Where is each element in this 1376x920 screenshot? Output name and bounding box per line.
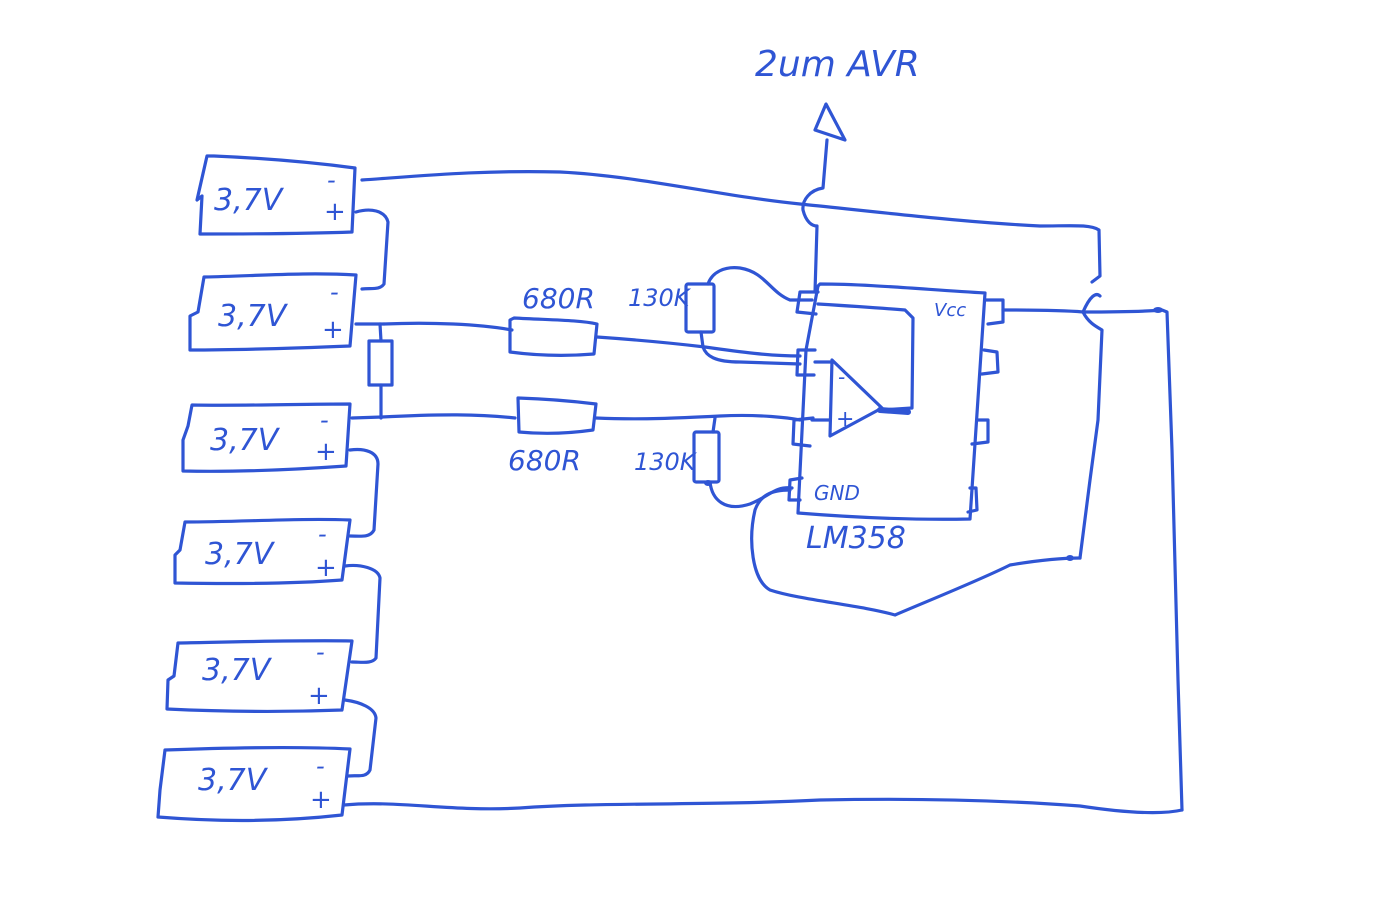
wire-avr-output — [801, 138, 829, 294]
wire-lower-sense — [380, 413, 517, 420]
ic-pin-6 — [970, 418, 990, 446]
battery-4-label: 3,7V — [205, 537, 276, 572]
wire-cell1-to-cell2 — [354, 208, 390, 291]
wire-vcc — [1001, 292, 1102, 314]
wire-shunt-top — [378, 322, 383, 343]
wire-130k-top-down — [699, 330, 802, 366]
battery-2-label: 3,7V — [218, 299, 289, 334]
avr-arrow — [813, 102, 847, 142]
ic-name-label: LM358 — [806, 521, 906, 556]
battery-1-pos: + — [324, 197, 346, 227]
resistor-130k-bottom — [692, 430, 721, 484]
wire-cell3-neg-tap — [350, 415, 384, 420]
resistor-680r-top — [508, 316, 599, 357]
wire-130k-top-up — [706, 266, 814, 302]
battery-6-label: 3,7V — [198, 763, 269, 798]
resistor-130k-top-label: 130K — [628, 284, 692, 312]
battery-3-label: 3,7V — [210, 423, 281, 458]
ic-pin-1 — [795, 290, 820, 316]
battery-body — [173, 517, 352, 586]
junction-dot-gnd — [1066, 555, 1074, 561]
opamp-triangle — [828, 358, 884, 438]
junction-dot-vcc — [1153, 307, 1163, 313]
junction-dot-130k — [704, 480, 712, 486]
ic-pin-5 — [966, 486, 979, 514]
battery-body — [165, 639, 354, 713]
wire-680r-bottom-out — [594, 413, 802, 422]
avr-label: 2um AVR — [755, 44, 920, 85]
ic-pin-3 — [791, 416, 815, 448]
wire-130k-bottom-down — [708, 480, 794, 509]
wire-cell3-to-cell4 — [348, 447, 380, 538]
wire-upper-sense — [382, 321, 514, 332]
wire-vcc-continue — [1081, 308, 1184, 812]
opamp-output-node — [877, 407, 911, 415]
wire-cell5-to-cell6 — [343, 698, 378, 778]
ic-pin-2 — [795, 348, 817, 377]
battery-body — [195, 154, 357, 236]
resistor-680r-top-label: 680R — [522, 282, 595, 315]
battery-5-neg: - — [316, 638, 325, 666]
battery-2-neg: - — [330, 278, 339, 306]
resistor-680r-bottom — [516, 396, 598, 435]
wire-130k-bottom-top — [711, 416, 717, 434]
battery-5-label: 3,7V — [202, 653, 273, 688]
ic-gnd-label: GND — [814, 481, 860, 505]
resistor-shunt — [367, 339, 394, 387]
battery-2-pos: + — [322, 315, 344, 345]
wire-680r-top-out — [595, 335, 802, 358]
wire-cell4-to-cell5 — [343, 563, 382, 664]
battery-cell-5 — [165, 639, 354, 713]
wire-bottom-return — [342, 797, 1184, 815]
battery-body — [181, 402, 352, 473]
battery-cell-2 — [188, 272, 358, 352]
battery-cell-6 — [156, 745, 352, 823]
resistor-680r-bottom-label: 680R — [508, 444, 581, 477]
battery-6-neg: - — [316, 752, 325, 780]
battery-cell-4 — [173, 517, 352, 586]
battery-body — [156, 745, 352, 823]
junction-dots — [704, 307, 1163, 561]
battery-5-pos: + — [308, 681, 330, 711]
battery-4-pos: + — [315, 553, 337, 583]
ic-pin-8 — [983, 298, 1005, 326]
battery-cell-3 — [181, 402, 352, 473]
battery-3-pos: + — [315, 437, 337, 467]
resistor-130k-top — [684, 282, 716, 334]
ic-lm358-body — [796, 282, 987, 521]
ic-vcc-label: Vcc — [934, 300, 966, 321]
opamp-feedback — [816, 302, 915, 412]
ic-pin-7 — [980, 348, 1000, 376]
battery-cell-1 — [195, 154, 357, 236]
resistor-130k-bottom-label: 130K — [634, 448, 698, 476]
wire-top-rail — [360, 170, 1102, 284]
battery-1-neg: - — [327, 166, 336, 194]
wire-gnd-rail-vertical — [1078, 310, 1104, 560]
opamp-minus-label: - — [838, 365, 845, 389]
wire-gnd-loop — [750, 488, 1082, 617]
battery-4-neg: - — [318, 520, 327, 548]
battery-6-pos: + — [310, 785, 332, 815]
battery-1-label: 3,7V — [214, 183, 285, 218]
opamp-plus-label: + — [836, 407, 854, 432]
battery-body — [188, 272, 358, 352]
battery-3-neg: - — [320, 406, 329, 434]
